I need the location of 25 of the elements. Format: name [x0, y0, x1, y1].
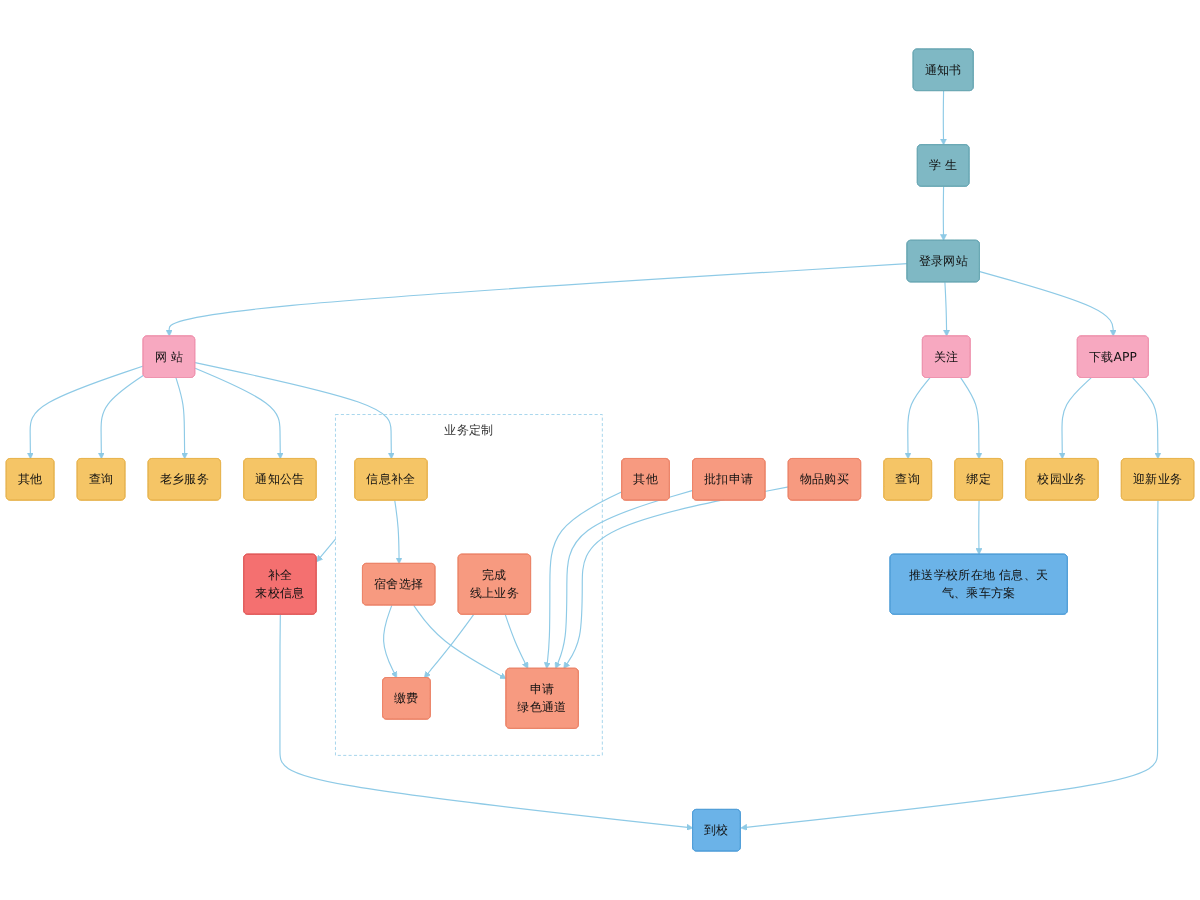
arrow: [194, 362, 395, 460]
arrow: [943, 281, 950, 337]
arrow: [1132, 377, 1162, 460]
arrow: [394, 499, 403, 565]
arrow: [940, 186, 947, 241]
arrow: [175, 377, 188, 460]
arrow: [194, 367, 284, 460]
arrow: [27, 365, 144, 460]
arrow: [543, 491, 623, 669]
arrow: [940, 90, 947, 146]
arrow: [165, 263, 908, 337]
arrow: [979, 271, 1117, 337]
arrow: [279, 614, 694, 831]
arrow: [554, 489, 694, 669]
arrow: [504, 614, 529, 669]
arrow: [413, 604, 507, 679]
arrow: [316, 538, 337, 563]
arrow: [423, 614, 475, 679]
arrow: [740, 499, 1159, 831]
arrow: [383, 604, 398, 679]
arrow: [904, 377, 931, 460]
arrow: [960, 377, 983, 460]
arrow: [97, 374, 145, 460]
arrow: [1058, 377, 1092, 460]
arrow: [975, 499, 983, 555]
